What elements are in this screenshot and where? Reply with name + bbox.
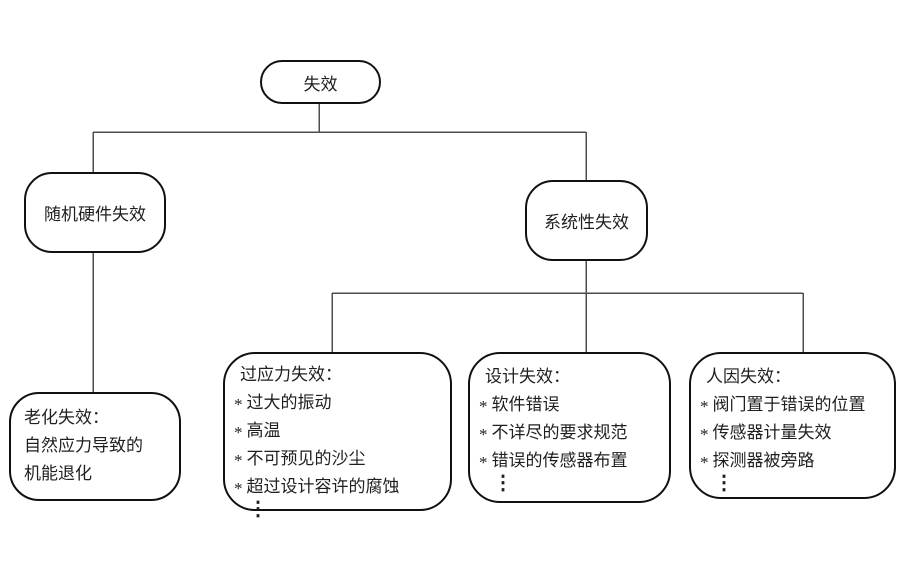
human-failure-title: 人因失效：: [706, 367, 791, 386]
list-item-text: 超过设计容许的腐蚀: [246, 477, 400, 496]
list-item-text: 探测器被旁路: [712, 451, 815, 470]
list-item-text: 不可预见的沙尘: [246, 449, 366, 468]
aging-failure-title: 老化失效：: [24, 408, 109, 427]
bullet-marker: *: [700, 397, 709, 416]
node-failure-root-label: 失效: [303, 74, 338, 94]
list-item: *过大的振动: [234, 389, 446, 417]
list-item-text: 不详尽的要求规范: [491, 423, 628, 442]
node-random-hardware-failure: 随机硬件失效: [24, 172, 166, 253]
list-item: *不详尽的要求规范: [479, 419, 665, 447]
node-aging-failure: 老化失效： 自然应力导致的 机能退化: [9, 392, 181, 501]
node-systematic-failure: 系统性失效: [525, 180, 648, 261]
bullet-marker: *: [234, 451, 243, 470]
list-item: *阀门置于错误的位置: [700, 391, 890, 419]
list-item: *错误的传感器布置: [479, 447, 665, 475]
list-item: *高温: [234, 417, 446, 445]
bullet-marker: *: [234, 395, 243, 414]
node-human-factor-failure: 人因失效： *阀门置于错误的位置 *传感器计量失效 *探测器被旁路 ⋮: [689, 352, 896, 499]
aging-failure-line: 自然应力导致的: [24, 436, 143, 455]
node-systematic-failure-label: 系统性失效: [544, 213, 629, 232]
list-item: *传感器计量失效: [700, 419, 890, 447]
node-design-failure: 设计失效： *软件错误 *不详尽的要求规范 *错误的传感器布置 ⋮: [468, 352, 671, 503]
bullet-marker: *: [234, 479, 243, 498]
list-item-text: 过大的振动: [246, 393, 332, 412]
list-item-text: 软件错误: [491, 395, 560, 414]
design-failure-title: 设计失效：: [485, 367, 570, 386]
vertical-ellipsis: ⋮: [714, 472, 734, 494]
vertical-ellipsis: ⋮: [248, 498, 268, 520]
bullet-marker: *: [700, 453, 709, 472]
bullet-marker: *: [479, 453, 488, 472]
list-item-text: 阀门置于错误的位置: [712, 395, 866, 414]
list-item: *超过设计容许的腐蚀: [234, 473, 446, 501]
list-item-text: 错误的传感器布置: [491, 451, 628, 470]
bullet-marker: *: [479, 425, 488, 444]
list-item: *软件错误: [479, 391, 665, 419]
node-failure-root: 失效: [260, 60, 381, 104]
bullet-marker: *: [234, 423, 243, 442]
list-item: *探测器被旁路: [700, 447, 890, 475]
bullet-marker: *: [700, 425, 709, 444]
list-item-text: 传感器计量失效: [712, 423, 832, 442]
bullet-marker: *: [479, 397, 488, 416]
node-overstress-failure: 过应力失效： *过大的振动 *高温 *不可预见的沙尘 *超过设计容许的腐蚀 ⋮: [223, 352, 452, 519]
vertical-ellipsis: ⋮: [493, 472, 513, 494]
node-random-hardware-failure-label: 随机硬件失效: [44, 205, 146, 224]
aging-failure-line: 机能退化: [24, 464, 92, 483]
list-item-text: 高温: [246, 421, 281, 440]
list-item: *不可预见的沙尘: [234, 445, 446, 473]
overstress-failure-title: 过应力失效：: [240, 365, 342, 384]
